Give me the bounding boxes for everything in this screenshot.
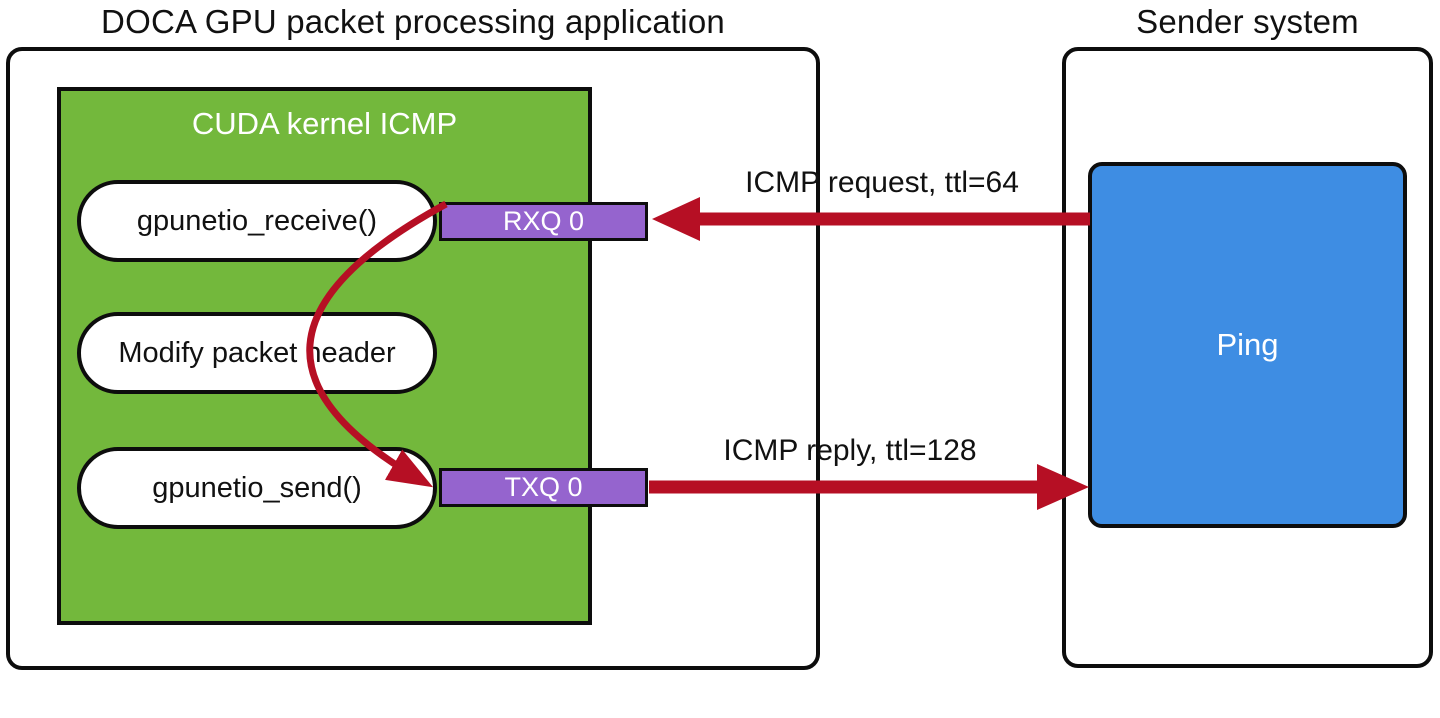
gpunetio-send-node: gpunetio_send()	[77, 447, 437, 529]
rxq-0-label: RXQ 0	[502, 206, 585, 236]
modify-packet-header-node: Modify packet header	[77, 312, 437, 394]
ping-box: Ping	[1088, 162, 1407, 528]
icmp-reply-label: ICMP reply, ttl=128	[723, 434, 977, 467]
txq-0-label: TXQ 0	[504, 472, 583, 502]
rxq-0-box: RXQ 0	[439, 202, 648, 241]
modify-packet-header-label: Modify packet header	[118, 336, 396, 369]
sender-system-title: Sender system	[1136, 3, 1359, 40]
gpunetio-receive-node: gpunetio_receive()	[77, 180, 437, 262]
cuda-kernel-label: CUDA kernel ICMP	[191, 106, 458, 141]
gpunetio-receive-label: gpunetio_receive()	[136, 204, 378, 237]
doca-app-title: DOCA GPU packet processing application	[101, 3, 725, 40]
gpunetio-send-label: gpunetio_send()	[152, 471, 362, 504]
ping-label: Ping	[1216, 327, 1279, 362]
txq-0-box: TXQ 0	[439, 468, 648, 507]
icmp-request-label: ICMP request, ttl=64	[745, 166, 1019, 199]
